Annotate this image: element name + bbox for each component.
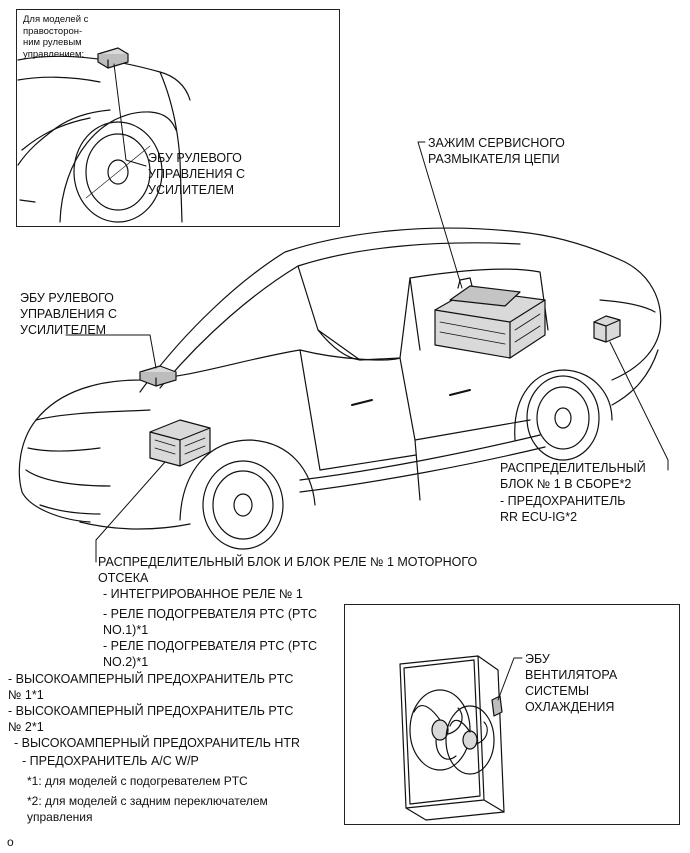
ptc-relay-2-label: - РЕЛЕ ПОДОГРЕВАТЕЛЯ PTC (PTC NO.2)*1 (103, 639, 317, 669)
main-car-body (18, 227, 662, 550)
rr-ecu-ig-fuse-label: - ПРЕДОХРАНИТЕЛЬ RR ECU-IG*2 (500, 494, 626, 524)
engine-room-block-title: РАСПРЕДЕЛИТЕЛЬНЫЙ БЛОК И БЛОК РЕЛЕ № 1 М… (98, 555, 478, 585)
integration-relay-label: - ИНТЕГРИРОВАННОЕ РЕЛЕ № 1 (103, 587, 303, 601)
rear-junction-block-part (593, 315, 621, 343)
inset-rhd-frame (16, 9, 340, 227)
inset-eps-ecu-part (97, 47, 129, 69)
inset-eps-ecu-label: ЭБУ РУЛЕВОГО УПРАВЛЕНИЯ С УСИЛИТЕЛЕМ (148, 151, 246, 197)
inset-car-front (17, 47, 191, 223)
ptc-relay-1-label: - РЕЛЕ ПОДОГРЕВАТЕЛЯ PTC (PTC NO.1)*1 (103, 607, 317, 637)
footnote-1: *1: для моделей с подогревателем PTC (27, 774, 248, 788)
footnote-2: *2: для моделей с задним переключателем … (27, 794, 268, 824)
inset-cooling-fan-frame (344, 604, 680, 825)
service-plug-label: ЗАЖИМ СЕРВИСНОГО РАЗМЫКАТЕЛЯ ЦЕПИ (428, 136, 565, 166)
radiator-fan-assembly (399, 655, 505, 821)
fan-ecu-label: ЭБУ ВЕНТИЛЯТОРА СИСТЕМЫ ОХЛАЖДЕНИЯ (525, 652, 618, 714)
ptc-fuse-1-label: - ВЫСОКОАМПЕРНЫЙ ПРЕДОХРАНИТЕЛЬ PTC № 1*… (8, 672, 294, 702)
corner-mark: o (7, 835, 14, 849)
inset-rhd-note: Для моделей с правосторон- ним рулевым у… (23, 14, 89, 60)
hybrid-battery-assembly-part (434, 277, 546, 359)
eps-ecu-label: ЭБУ РУЛЕВОГО УПРАВЛЕНИЯ С УСИЛИТЕЛЕМ (20, 291, 118, 337)
ptc-fuse-2-label: - ВЫСОКОАМПЕРНЫЙ ПРЕДОХРАНИТЕЛЬ PTC № 2*… (8, 704, 294, 734)
ac-wp-fuse-label: - ПРЕДОХРАНИТЕЛЬ A/C W/P (22, 754, 199, 768)
junction-block-1-label: РАСПРЕДЕЛИТЕЛЬНЫЙ БЛОК № 1 В СБОРЕ*2 (500, 461, 646, 491)
eps-ecu-part (139, 365, 177, 387)
engine-room-junction-block-part (149, 419, 211, 467)
htr-fuse-label: - ВЫСОКОАМПЕРНЫЙ ПРЕДОХРАНИТЕЛЬ HTR (14, 736, 301, 750)
